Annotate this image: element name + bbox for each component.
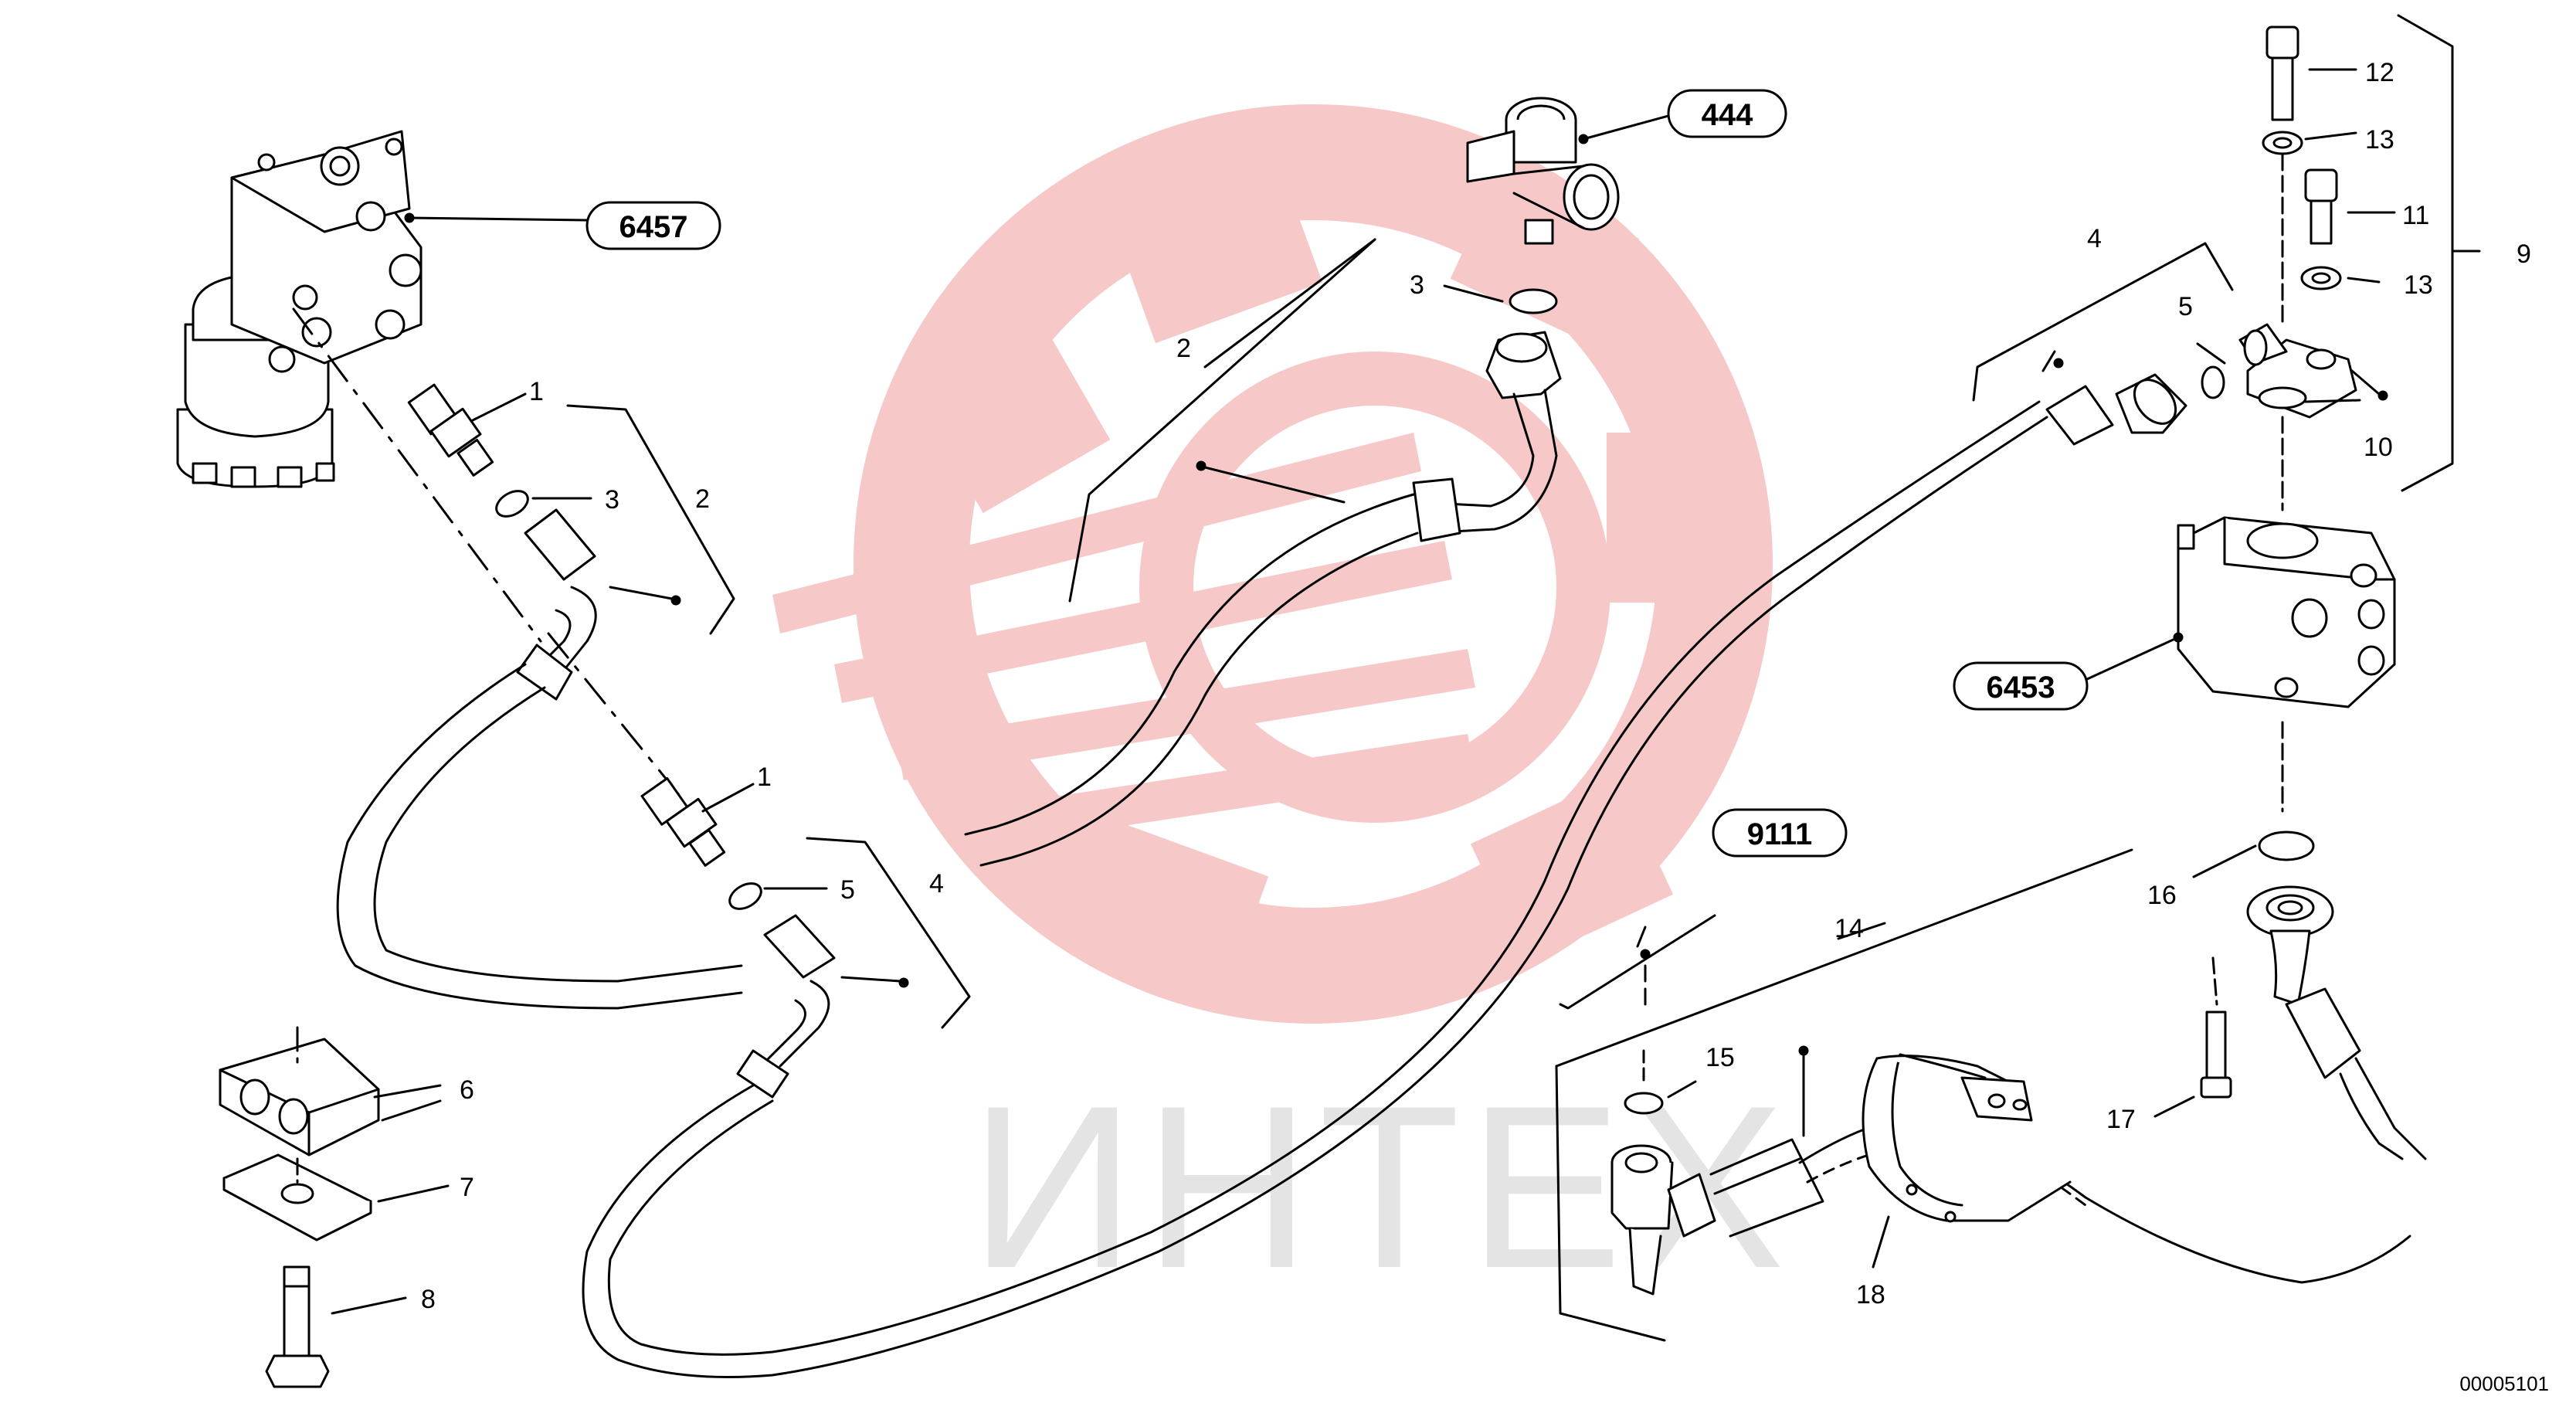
hose-clamp-18	[1862, 1053, 2072, 1223]
callout-label-6453: 6453	[1987, 671, 2055, 705]
part-label-12: 12	[2365, 58, 2394, 87]
part-label-2-left: 2	[695, 484, 710, 514]
part-label-1-lower: 1	[757, 763, 772, 792]
part-label-2-middle: 2	[1176, 334, 1191, 363]
part-label-13-upper: 13	[2365, 125, 2394, 155]
callout-label-444: 444	[1702, 98, 1753, 132]
clamp-plate-7	[222, 1153, 372, 1241]
part-label-14: 14	[1834, 914, 1864, 943]
bolt-17	[2200, 1010, 2232, 1099]
part-label-5-left: 5	[840, 875, 855, 905]
part-label-5-right: 5	[2178, 292, 2193, 321]
hose-2-left	[336, 508, 743, 1010]
part-label-17: 17	[2106, 1105, 2136, 1134]
watermark-logo: ИНТЕХ	[772, 104, 1785, 1316]
part-labels: 1 1 2 2 3 3 4 4 5 5 6 7 8 9 10 11 12 13 …	[421, 58, 2531, 1314]
bolt-8	[265, 1265, 330, 1388]
elbow-fitting-15	[1610, 1144, 1716, 1296]
part-label-9: 9	[2517, 239, 2531, 269]
part-label-8: 8	[421, 1285, 436, 1314]
part-label-10: 10	[2364, 433, 2393, 462]
callout-6457[interactable]: 6457	[585, 201, 721, 250]
hose-2-middle	[964, 331, 1562, 867]
part-label-13-lower: 13	[2404, 270, 2433, 300]
steering-unit	[176, 130, 423, 488]
part-label-7: 7	[460, 1173, 474, 1202]
fitting-1-lower	[640, 777, 726, 867]
part-label-11: 11	[2402, 201, 2429, 230]
callout-9111[interactable]: 9111	[1712, 808, 1848, 858]
part-label-3-right: 3	[1410, 270, 1424, 300]
part-label-1-upper: 1	[529, 377, 544, 406]
pump-6453	[2177, 516, 2396, 708]
part-label-6: 6	[460, 1075, 474, 1105]
hose-14-right	[2246, 885, 2361, 1079]
part-label-15: 15	[1705, 1043, 1735, 1072]
callout-label-9111: 9111	[1747, 817, 1813, 851]
callout-label-6457: 6457	[619, 210, 688, 244]
part-label-18: 18	[1856, 1280, 1885, 1309]
fitting-1-upper	[407, 383, 494, 477]
document-number: 00005101	[2459, 1372, 2549, 1395]
bolt-12	[2265, 25, 2299, 121]
callout-6453[interactable]: 6453	[1953, 661, 2089, 711]
part-label-4-right: 4	[2087, 224, 2102, 253]
part-label-16: 16	[2147, 881, 2177, 910]
tee-fitting-444	[1466, 97, 1620, 245]
part-label-3-left: 3	[605, 485, 619, 515]
hose-4-left	[582, 400, 2048, 1378]
hose-4-right-fitting	[2045, 373, 2187, 446]
part-label-4-left: 4	[929, 869, 944, 898]
callout-444[interactable]: 444	[1667, 89, 1787, 138]
bolt-11	[2304, 168, 2338, 245]
clamp-block-6	[219, 1038, 380, 1157]
